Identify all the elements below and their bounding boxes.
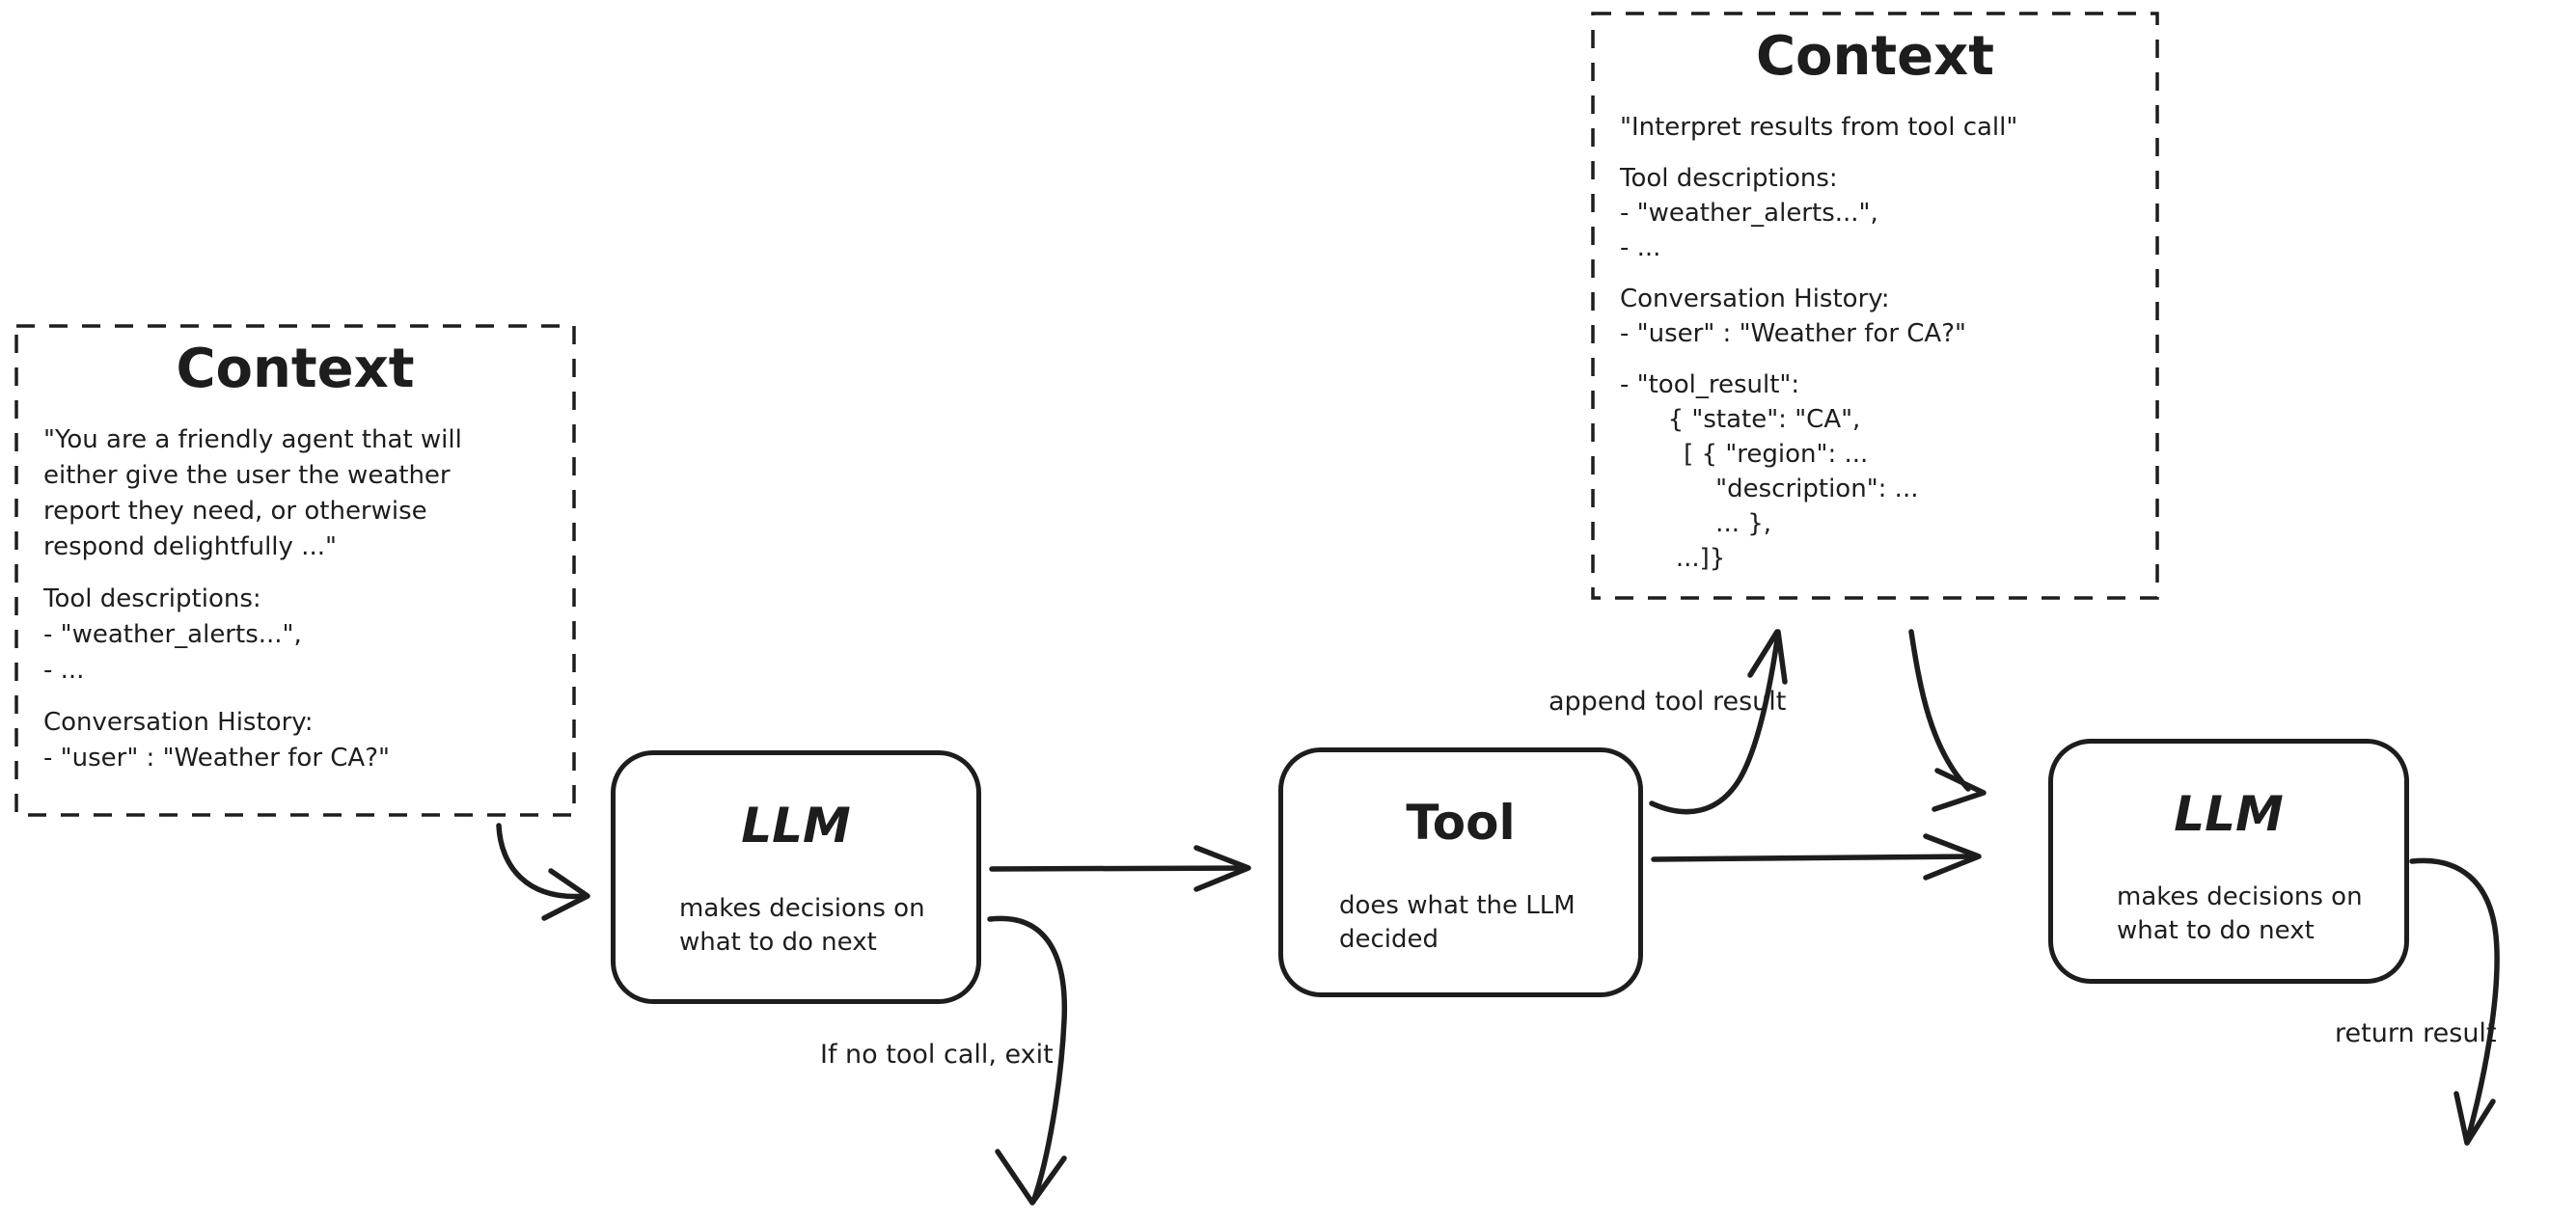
- text-line: [1620, 265, 2130, 282]
- arrow-llm1-to-tool: [989, 865, 1248, 872]
- text-line: - "user" : "Weather for CA?": [1620, 319, 1966, 348]
- text-line: report they need, or otherwise: [43, 497, 427, 526]
- text-line: makes decisions on: [2117, 882, 2363, 911]
- context-box-after-tool: Context "Interpret results from tool cal…: [1593, 14, 2157, 598]
- text-line: Conversation History:: [1620, 285, 1890, 313]
- text-line: - "tool_result":: [1620, 370, 1800, 399]
- llm-node-second: LLM makes decisions on what to do next: [2048, 739, 2409, 984]
- tool-node: Tool does what the LLM decided: [1278, 747, 1643, 997]
- text-line: [ { "region": ...: [1620, 440, 1869, 469]
- text-line: - "weather_alerts...",: [43, 620, 302, 649]
- text-line: [43, 689, 547, 705]
- llm-node-first-subtitle: makes decisions on what to do next: [679, 892, 925, 960]
- arrowhead-llm1-to-tool: [1193, 845, 1251, 892]
- llm-node-first: LLM makes decisions on what to do next: [611, 750, 981, 1004]
- text-line: either give the user the weather: [43, 461, 451, 490]
- text-line: Tool descriptions:: [1620, 164, 1838, 193]
- arrow-context2-to-llm2: [1908, 629, 1971, 792]
- text-line: - ...: [1620, 233, 1661, 262]
- text-line: "You are a friendly agent that will: [43, 425, 462, 454]
- arrowhead-tool-to-llm2: [1923, 833, 1982, 881]
- text-line: [1620, 145, 2130, 161]
- arrowhead-llm1-exit: [995, 1149, 1067, 1206]
- text-line: "Interpret results from tool call": [1620, 113, 2018, 142]
- text-line: "description": ...: [1620, 475, 1919, 503]
- text-line: - ...: [43, 656, 85, 685]
- text-line: does what the LLM: [1339, 891, 1576, 920]
- arrowhead-context2-to-llm2: [1932, 768, 1987, 812]
- text-line: decided: [1339, 925, 1439, 954]
- arrowhead-llm2-return: [2453, 1091, 2496, 1146]
- text-line: [1620, 351, 2130, 367]
- text-line: what to do next: [2117, 916, 2315, 945]
- text-line: ...]}: [1620, 544, 1726, 573]
- text-line: ... },: [1620, 509, 1772, 538]
- llm-node-first-title: LLM: [741, 798, 851, 854]
- arrow-context-to-llm1: [496, 823, 589, 900]
- context-box-initial: Context "You are a friendly agent that w…: [16, 326, 574, 815]
- llm-node-second-title: LLM: [2174, 786, 2284, 842]
- arrowhead-context-to-llm1: [541, 868, 590, 921]
- text-line: - "user" : "Weather for CA?": [43, 744, 390, 773]
- arrow-tool-to-context2: [1649, 631, 1781, 815]
- text-line: [43, 565, 547, 582]
- context-initial-title: Context: [176, 338, 415, 400]
- text-line: Tool descriptions:: [43, 584, 261, 613]
- text-line: { "state": "CA",: [1620, 405, 1861, 434]
- label-return-result: return result: [2335, 1018, 2497, 1048]
- tool-node-subtitle: does what the LLM decided: [1339, 889, 1576, 957]
- context-after-tool-body: "Interpret results from tool call" Tool d…: [1620, 110, 2130, 576]
- arrow-llm2-return: [2409, 857, 2500, 1145]
- arrow-tool-to-llm2: [1651, 854, 1979, 862]
- context-initial-body: "You are a friendly agent that will eithe…: [43, 422, 547, 776]
- text-line: respond delightfully ...": [43, 532, 337, 561]
- label-no-tool-call-exit: If no tool call, exit: [820, 1040, 1054, 1070]
- text-line: - "weather_alerts...",: [1620, 199, 1878, 228]
- arrowhead-tool-to-context2: [1747, 629, 1788, 685]
- label-append-tool-result: append tool result: [1548, 687, 1787, 717]
- text-line: Conversation History:: [43, 708, 314, 737]
- text-line: makes decisions on: [679, 894, 925, 923]
- tool-node-title: Tool: [1406, 795, 1516, 851]
- text-line: what to do next: [679, 928, 877, 957]
- llm-node-second-subtitle: makes decisions on what to do next: [2117, 881, 2363, 948]
- context-after-tool-title: Context: [1755, 25, 1995, 88]
